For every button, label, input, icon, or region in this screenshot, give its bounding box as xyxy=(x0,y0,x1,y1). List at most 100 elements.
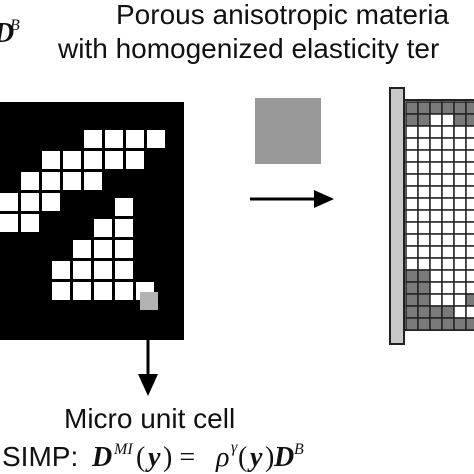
right-arrow-head xyxy=(314,190,334,208)
filled-element xyxy=(126,130,144,148)
mesh-element-void xyxy=(417,257,431,271)
simp-equation: SIMP: D MI ( y ) = ρ γ ( y ) D B xyxy=(2,439,304,473)
mesh-element-void xyxy=(405,173,419,187)
filled-element xyxy=(42,172,60,190)
mesh-element-void xyxy=(453,293,467,307)
mesh-element-dense xyxy=(465,317,474,331)
mesh-element-dense xyxy=(441,317,455,331)
title-line-2: with homogenized elasticity ter xyxy=(57,33,439,64)
mesh-element-void xyxy=(441,173,455,187)
mesh-element-void xyxy=(441,221,455,235)
filled-elements xyxy=(0,130,165,300)
mesh-element-void xyxy=(405,185,419,199)
mesh-element-void xyxy=(453,281,467,295)
mesh-element-dense xyxy=(417,113,431,127)
mesh-element-dense xyxy=(465,293,474,307)
filled-element xyxy=(115,219,133,237)
mesh-element-void xyxy=(453,245,467,259)
mesh-element-void xyxy=(417,197,431,211)
mesh-element-dense xyxy=(465,101,474,115)
filled-element xyxy=(105,151,123,169)
mesh-element-dense xyxy=(417,269,431,283)
mesh-element-dense xyxy=(465,113,474,127)
mesh-element-dense xyxy=(417,281,431,295)
mesh-element-void xyxy=(441,257,455,271)
mesh-element-void xyxy=(405,137,419,151)
mesh-element-void xyxy=(405,245,419,259)
filled-element xyxy=(115,282,133,300)
mesh-element-void xyxy=(429,149,443,163)
filled-element xyxy=(115,261,133,279)
mesh-element-void xyxy=(465,185,474,199)
mesh-element-void xyxy=(441,125,455,139)
mesh-element-dense xyxy=(405,269,419,283)
mesh-element-void xyxy=(441,197,455,211)
mesh-element-void xyxy=(441,185,455,199)
mesh-element-void xyxy=(453,257,467,271)
mesh-element-dense xyxy=(417,305,431,319)
mesh-element-dense xyxy=(453,317,467,331)
mesh-element-void xyxy=(417,209,431,223)
mesh-element-void xyxy=(465,233,474,247)
mesh-element-void xyxy=(429,161,443,175)
mesh-element-void xyxy=(453,161,467,175)
mesh-element-void xyxy=(465,269,474,283)
mesh-element-void xyxy=(453,173,467,187)
filled-element xyxy=(42,151,60,169)
filled-element xyxy=(42,193,60,211)
mesh-element-void xyxy=(465,245,474,259)
mesh-element-void xyxy=(441,161,455,175)
eq-mi: MI xyxy=(113,441,133,458)
mesh-element-dense xyxy=(429,305,443,319)
mesh-element-void xyxy=(453,125,467,139)
mesh-element-void xyxy=(465,257,474,271)
mesh-element-void xyxy=(417,233,431,247)
eq-d: D xyxy=(91,442,112,473)
mesh-element-void xyxy=(465,281,474,295)
filled-element xyxy=(73,282,91,300)
filled-element xyxy=(84,130,102,148)
filled-element xyxy=(63,172,81,190)
mesh-element-void xyxy=(441,245,455,259)
mesh-element-dense xyxy=(417,317,431,331)
simp-prefix: SIMP: xyxy=(2,441,78,472)
mesh-element-void xyxy=(453,137,467,151)
caption-micro-unit-cell: Micro unit cell xyxy=(64,403,235,434)
mesh-element-void xyxy=(429,125,443,139)
mesh-element-void xyxy=(429,113,443,127)
title-line-1: Porous anisotropic materia xyxy=(116,0,449,30)
mesh-element-void xyxy=(441,149,455,163)
homogenized-structure xyxy=(389,87,474,345)
mesh-element-void xyxy=(441,233,455,247)
mesh-element-void xyxy=(465,197,474,211)
mesh-element-void xyxy=(417,221,431,235)
filled-element xyxy=(94,219,112,237)
mesh-element-void xyxy=(465,161,474,175)
mesh-element-void xyxy=(465,221,474,235)
filled-element xyxy=(21,214,39,232)
mesh-element-void xyxy=(405,233,419,247)
mesh-element-void xyxy=(441,269,455,283)
mesh-element-void xyxy=(453,269,467,283)
mesh-element-void xyxy=(429,221,443,235)
filled-element xyxy=(126,151,144,169)
mesh-element-void xyxy=(441,209,455,223)
mesh-element-void xyxy=(417,125,431,139)
mesh-element-dense xyxy=(417,101,431,115)
mesh-element-void xyxy=(441,137,455,151)
eq-y1: y xyxy=(145,442,161,473)
eq-gamma: γ xyxy=(231,439,238,456)
filled-element xyxy=(94,282,112,300)
filled-element xyxy=(147,130,165,148)
header-label-sup: B xyxy=(10,17,20,34)
down-arrow-head xyxy=(138,374,158,396)
filled-element xyxy=(73,261,91,279)
eq-y2: y xyxy=(247,442,263,473)
filled-element xyxy=(21,172,39,190)
mesh-element-dense xyxy=(453,113,467,127)
mesh-element-void xyxy=(465,149,474,163)
mesh-element-void xyxy=(417,161,431,175)
macro-design-domain xyxy=(0,102,184,340)
mesh-element-void xyxy=(417,245,431,259)
